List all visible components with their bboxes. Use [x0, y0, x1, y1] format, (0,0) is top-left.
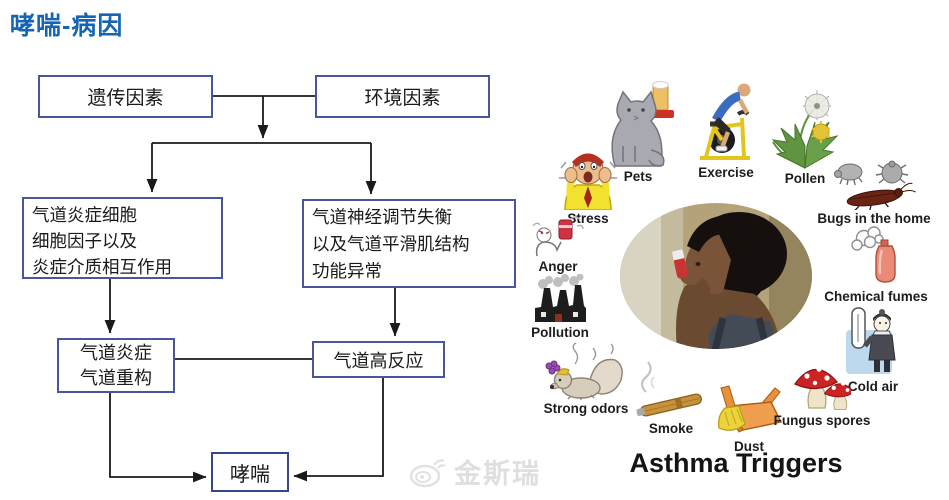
watermark: 金斯瑞 — [408, 452, 541, 491]
box-inflammation-cells: 气道炎症细胞 细胞因子以及 炎症介质相互作用 — [22, 197, 223, 279]
trigger-label: Fungus spores — [773, 413, 871, 428]
trigger-label: Cold air — [847, 379, 899, 394]
trigger-bugs: Bugs in the home — [817, 160, 931, 226]
box-asthma: 哮喘 — [211, 452, 289, 492]
trigger-chemical-fumes: Chemical fumes — [820, 226, 932, 304]
insects-icon — [834, 160, 916, 210]
trigger-label: Dust — [734, 439, 764, 454]
trigger-label: Stress — [567, 211, 609, 226]
box-neural-imbalance: 气道神经调节失衡 以及气道平滑肌结构 功能异常 — [302, 199, 516, 288]
trigger-anger: Anger — [528, 216, 588, 274]
trigger-dust: Dust — [708, 384, 790, 454]
exercise-bike-icon — [700, 83, 751, 160]
trigger-label: Pets — [623, 169, 653, 184]
trigger-label: Strong odors — [543, 401, 629, 416]
illustration-caption: Asthma Triggers — [629, 448, 843, 478]
inhaler-photo — [620, 203, 812, 349]
spray-can-icon — [851, 226, 896, 283]
factory-icon — [535, 274, 586, 322]
cat-icon — [611, 81, 674, 167]
stressed-person-icon — [559, 153, 617, 210]
mushrooms-icon — [794, 366, 851, 410]
watermark-text: 金斯瑞 — [454, 459, 541, 489]
trigger-pets: Pets — [596, 80, 680, 184]
skunk-icon — [545, 342, 623, 400]
trigger-fungus-spores: Fungus spores — [772, 356, 872, 428]
trigger-cold-air: Cold air — [838, 306, 908, 394]
trigger-stress: Stress — [554, 148, 622, 226]
cigar-icon — [636, 361, 702, 417]
trigger-strong-odors: Strong odors — [542, 342, 630, 416]
weibo-logo-icon — [409, 458, 446, 487]
cold-person-icon — [846, 307, 896, 374]
page-title: 哮喘-病因 — [10, 12, 124, 40]
dandelion-icon — [771, 90, 839, 169]
dustpan-icon — [717, 385, 783, 433]
trigger-pollen: Pollen — [763, 88, 847, 186]
box-hyperresponsiveness: 气道高反应 — [312, 341, 445, 378]
trigger-pollution: Pollution — [528, 274, 592, 340]
trigger-exercise: Exercise — [688, 80, 764, 180]
box-genetic-factors: 遗传因素 — [38, 75, 213, 118]
trigger-label: Smoke — [648, 421, 694, 436]
box-environmental-factors: 环境因素 — [315, 75, 490, 118]
box-airway-inflammation: 气道炎症 气道重构 — [57, 338, 175, 393]
trigger-smoke: Smoke — [628, 358, 714, 436]
trigger-label: Pollen — [784, 171, 826, 186]
trigger-label: Exercise — [698, 165, 754, 180]
angry-person-icon — [532, 216, 584, 257]
trigger-label: Bugs in the home — [817, 211, 931, 226]
trigger-label: Pollution — [531, 325, 589, 340]
trigger-label: Anger — [538, 259, 578, 274]
trigger-label: Chemical fumes — [824, 289, 928, 304]
